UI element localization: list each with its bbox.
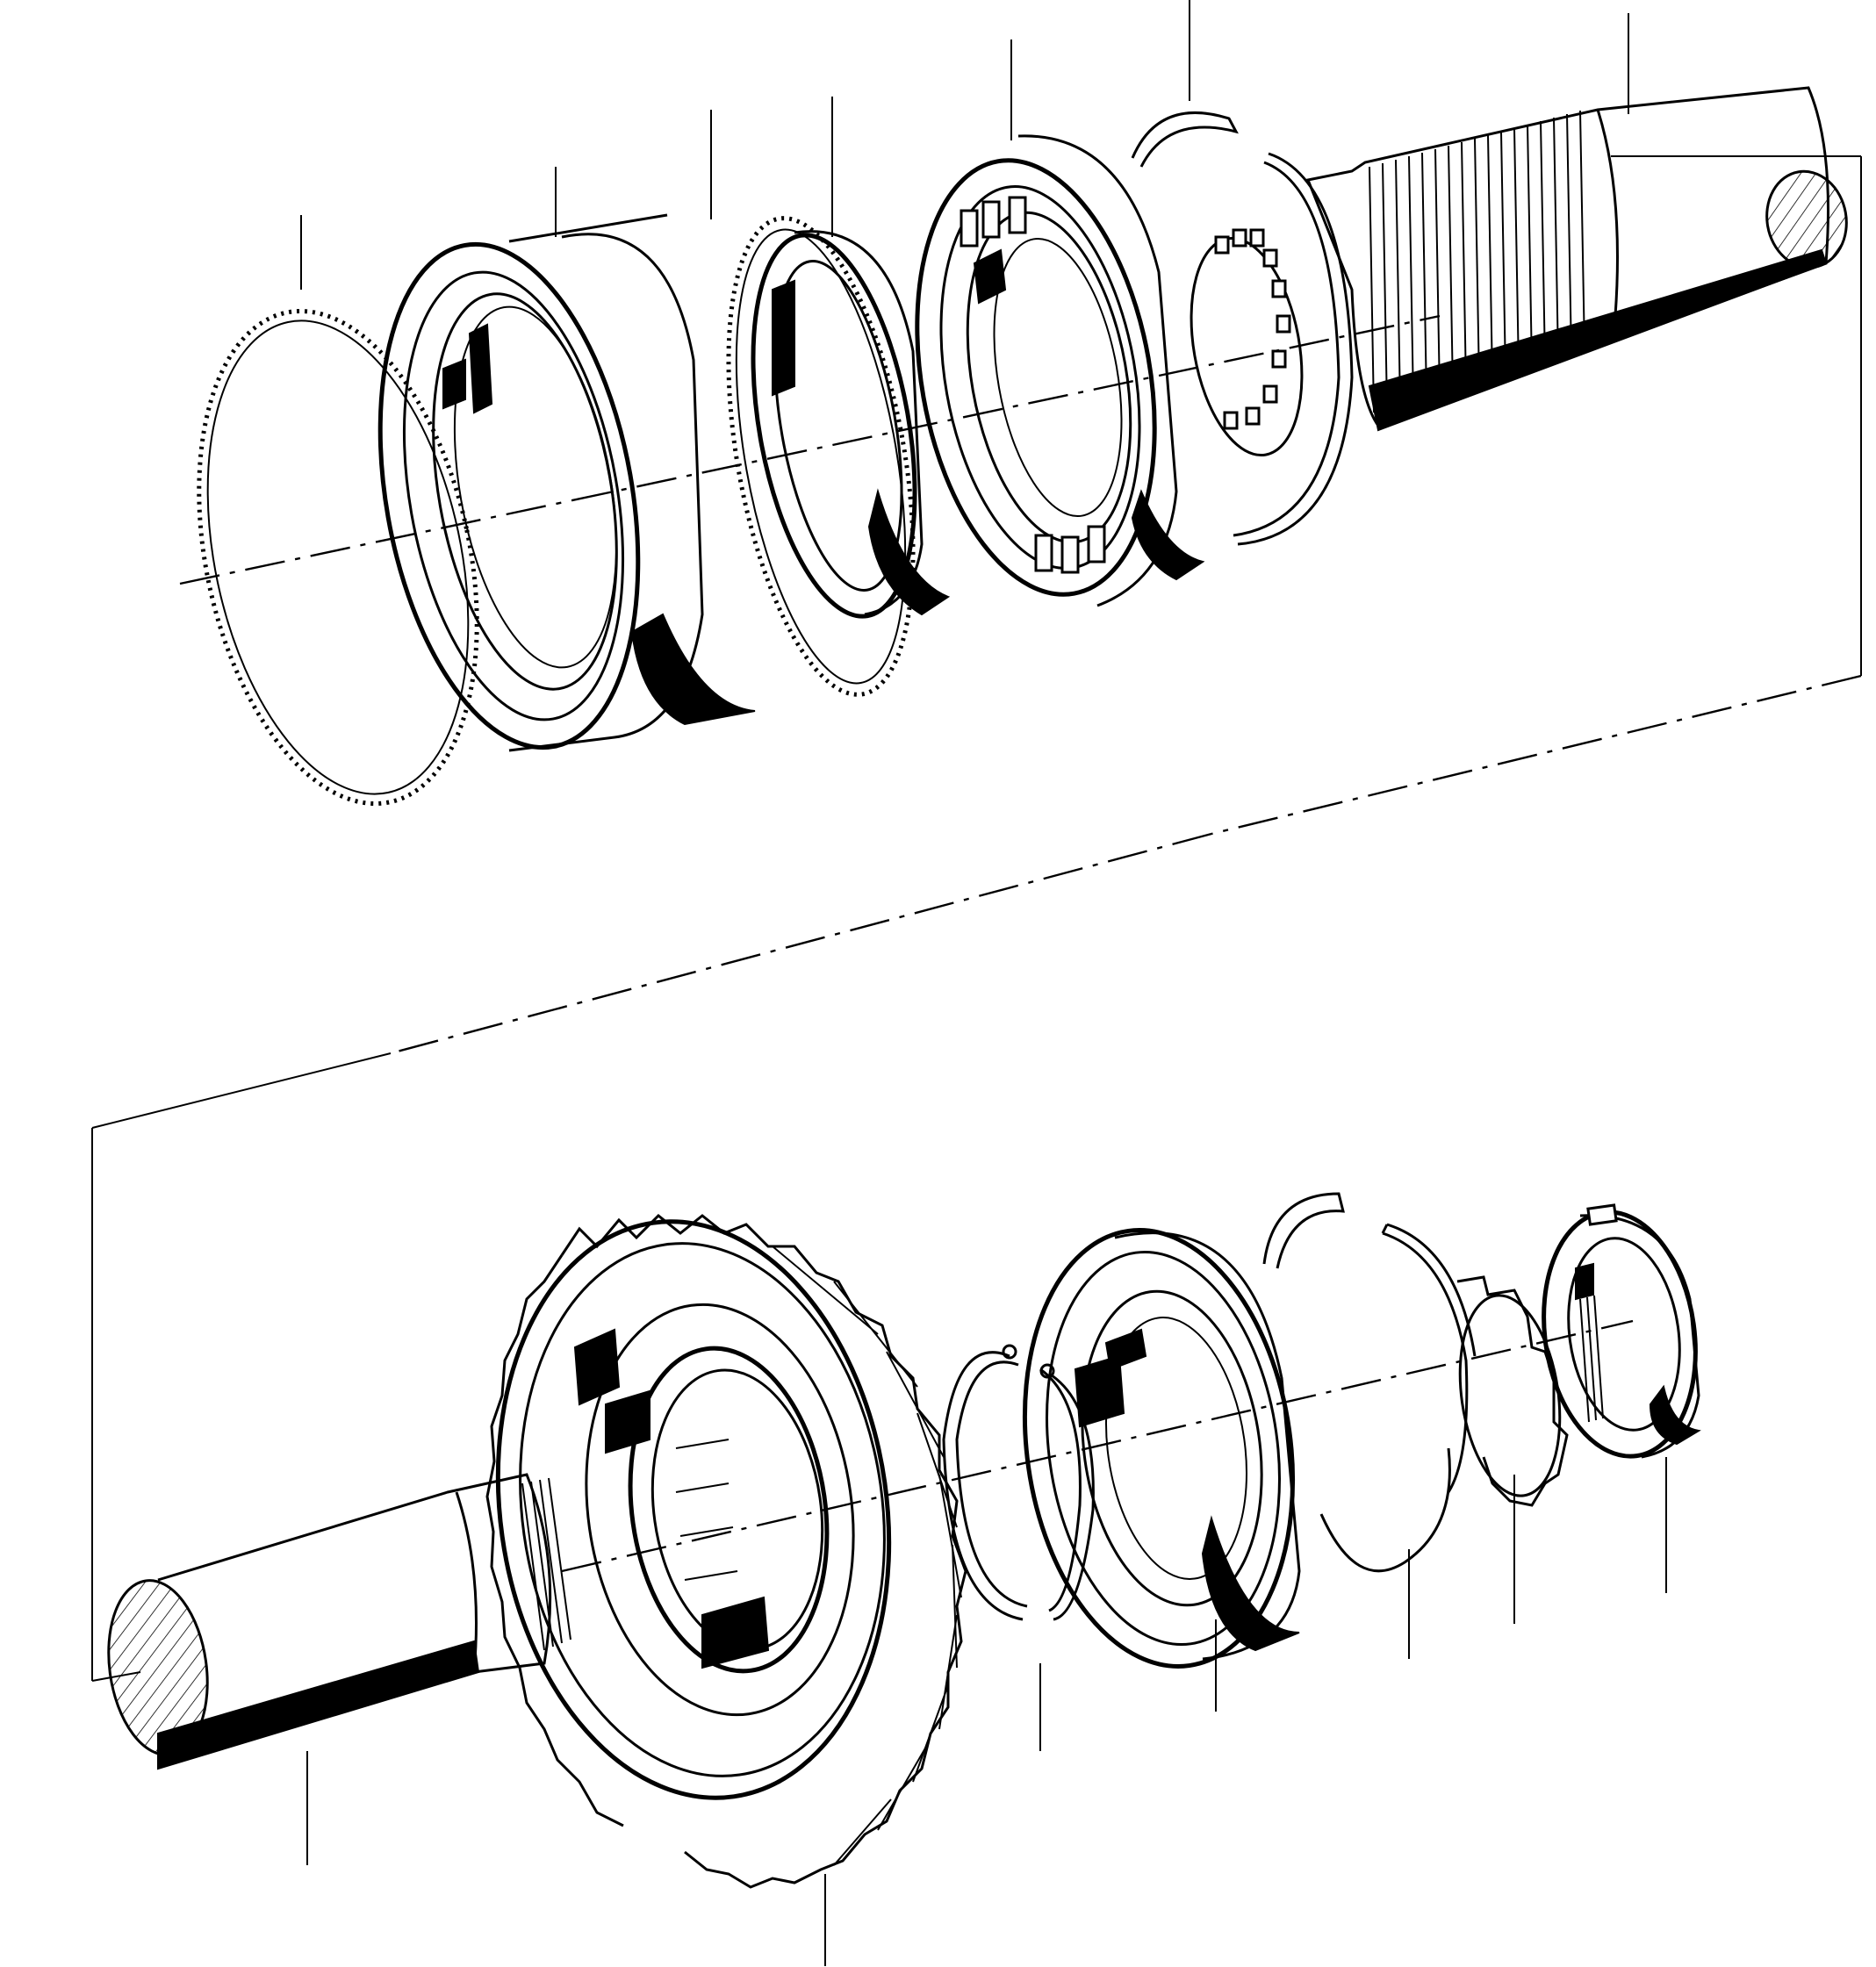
splined-washer xyxy=(1190,152,1354,546)
upper-section-frame xyxy=(1211,155,1862,836)
circlip-inner xyxy=(942,1344,1028,1621)
snap-ring-lower xyxy=(1262,1192,1451,1573)
roller-bearing xyxy=(915,134,1205,607)
spring-washer xyxy=(1381,1223,1477,1493)
lock-nut xyxy=(1542,1203,1701,1459)
oil-seal xyxy=(377,213,756,752)
upper-leader-lines xyxy=(300,0,1629,290)
shaft-threads xyxy=(521,1477,571,1651)
assembly-connecting-centerline xyxy=(390,832,1212,1055)
shaft xyxy=(107,1473,571,1770)
snap-ring-upper xyxy=(726,216,916,697)
circlip-outer xyxy=(1039,1363,1095,1621)
inner-splines xyxy=(1214,228,1291,430)
gear-teeth xyxy=(485,1213,967,1889)
lower-leader-lines xyxy=(306,1457,1667,1966)
lower-axis-centerline xyxy=(561,1319,1634,1573)
nut-inner-threads xyxy=(1579,1295,1604,1423)
spline-teeth xyxy=(1369,110,1585,413)
bearing-cup xyxy=(751,230,951,619)
bearing-rollers xyxy=(960,196,1106,574)
splined-shaft xyxy=(1305,86,1848,432)
circlip-upper xyxy=(1131,111,1239,168)
upper-assembly xyxy=(179,0,1862,836)
gear-bore-splines xyxy=(675,1439,738,1581)
ball-bearing xyxy=(1022,1228,1301,1669)
lower-assembly xyxy=(91,1052,1701,1966)
upper-axis-centerline xyxy=(179,314,1441,585)
helical-gear xyxy=(485,1213,967,1889)
